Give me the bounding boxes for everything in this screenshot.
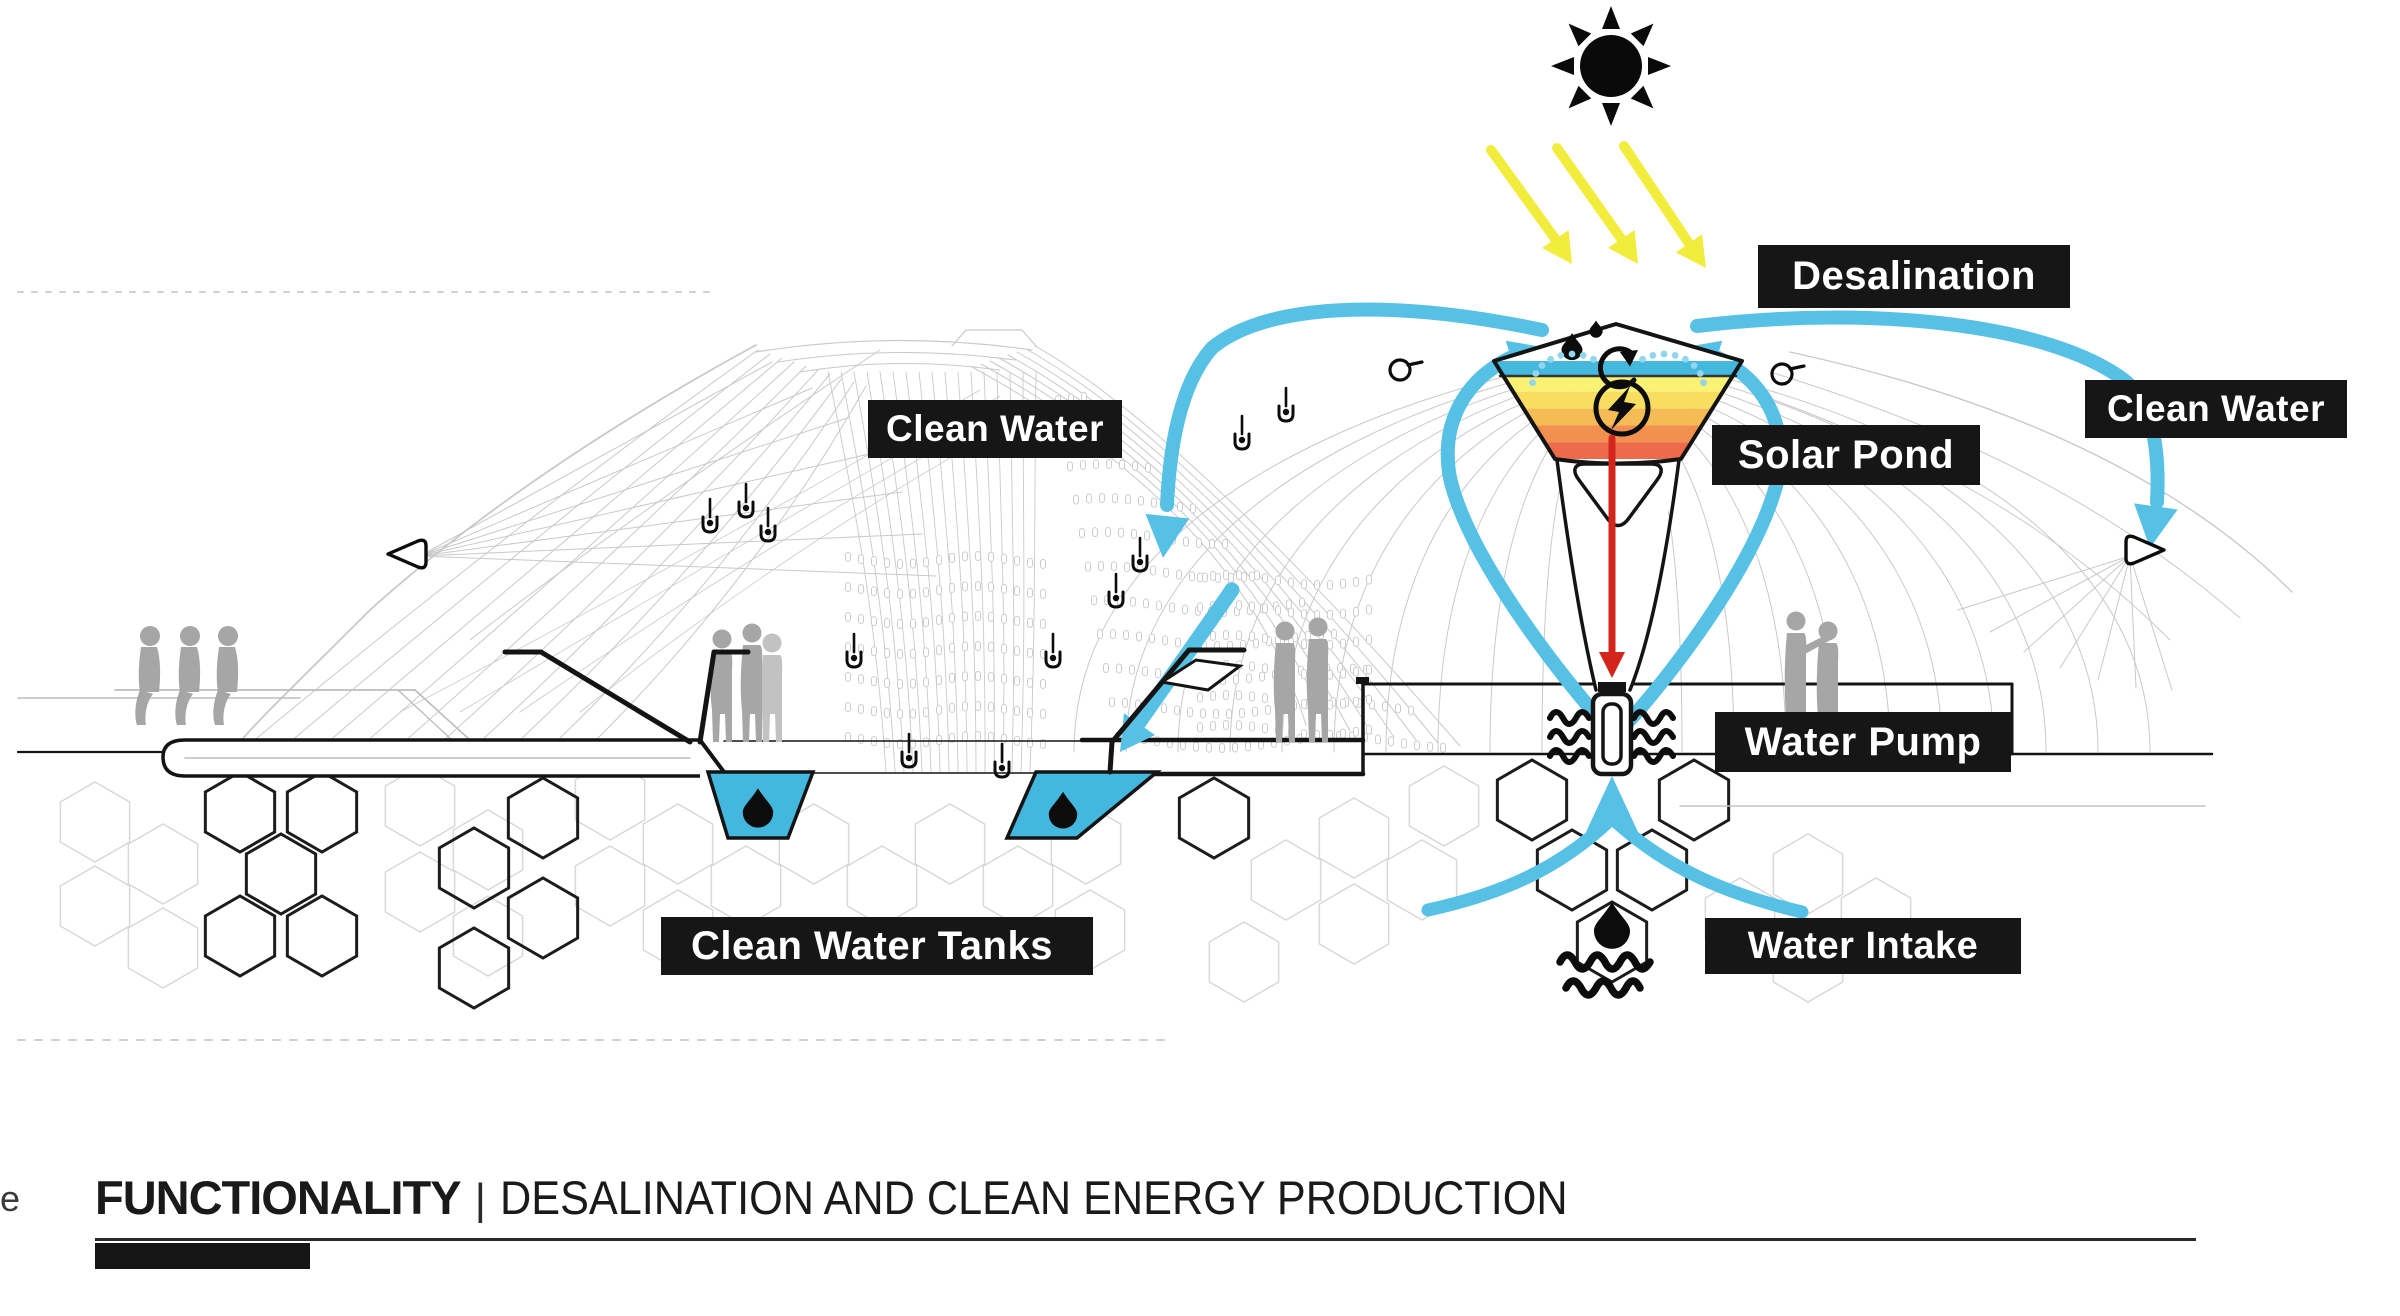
sprinkler-icon [701, 497, 719, 534]
sprinkler-icon [1107, 572, 1125, 609]
sprinkler-icon [845, 632, 863, 669]
label-clean-water-right: Clean Water [2085, 380, 2347, 438]
small-icons [386, 358, 2166, 779]
title-underline [95, 1238, 2196, 1241]
sprinkler-icon [993, 742, 1011, 779]
steam-dots-icon [1529, 350, 1707, 387]
clean-water-tank-right [1004, 770, 1162, 840]
sprinkler-icon [1044, 632, 1062, 669]
sprinkler-head-icon [1388, 358, 1424, 382]
label-solar-pond: Solar Pond [1712, 425, 1980, 485]
label-clean-water-tanks: Clean Water Tanks [661, 917, 1093, 975]
sprinkler-icon [1277, 386, 1295, 423]
title-separator: | [474, 1175, 487, 1224]
clean-water-tanks [705, 770, 1162, 840]
title-tab-bar [95, 1243, 310, 1269]
dashed-reference-lines [17, 291, 1173, 1041]
cutoff-edge-text: e [0, 1178, 21, 1219]
sprinkler-icon [737, 482, 755, 519]
solar-pond-device [1492, 320, 1744, 999]
title-block: FUNCTIONALITY | DESALINATION AND CLEAN E… [95, 1170, 1660, 1225]
sun-icon [1551, 6, 1671, 126]
hexagon-grid-bold [203, 758, 1731, 1010]
nozzle-icon [2124, 534, 2166, 566]
sprinkler-icon [1233, 414, 1251, 451]
sprinkler-head-icon [1770, 362, 1806, 386]
sprinkler-icon [759, 506, 777, 543]
sun-ray-arrows [1486, 141, 1706, 268]
people-silhouettes [135, 611, 1839, 750]
nozzle-icon [386, 538, 428, 570]
label-clean-water-left: Clean Water [868, 400, 1122, 458]
label-water-pump: Water Pump [1715, 712, 2011, 772]
page-title: FUNCTIONALITY [95, 1171, 462, 1224]
sprinkler-icon [1131, 536, 1149, 573]
label-water-intake: Water Intake [1705, 918, 2021, 974]
chute-rails [502, 647, 1247, 775]
page-subtitle: DESALINATION AND CLEAN ENERGY PRODUCTION [500, 1171, 1568, 1224]
water-pump-icon [1547, 682, 1676, 777]
sprinkler-icon [900, 732, 918, 769]
label-desalination: Desalination [1758, 245, 2070, 308]
